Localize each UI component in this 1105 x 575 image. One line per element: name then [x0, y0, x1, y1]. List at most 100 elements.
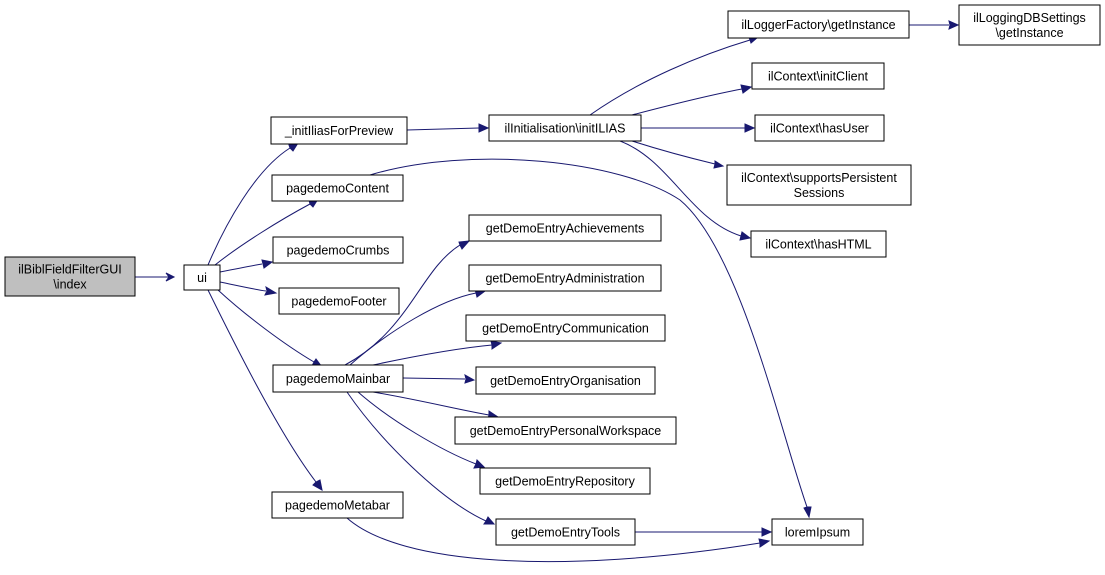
edges-layer — [135, 20, 960, 563]
edge-initilias-to-supportssessions — [631, 140, 725, 169]
node-label: pagedemoFooter — [291, 295, 386, 309]
edge-line — [219, 263, 263, 273]
node-box — [488, 114, 642, 142]
node-personalworkspace[interactable]: getDemoEntryPersonalWorkspace — [454, 416, 677, 445]
node-label: getDemoEntryPersonalWorkspace — [470, 424, 662, 438]
node-root[interactable]: ilBiblFieldFilterGUI\index — [4, 256, 136, 297]
node-initilias[interactable]: ilInitialisation\initILIAS — [488, 114, 642, 142]
node-label: \index — [53, 278, 87, 292]
node-repository[interactable]: getDemoEntryRepository — [479, 467, 651, 495]
arrowhead-icon — [312, 479, 323, 491]
node-box — [751, 62, 885, 90]
node-label: ilLoggingDBSettings — [973, 11, 1086, 25]
node-label: pagedemoMainbar — [286, 372, 390, 386]
node-tools[interactable]: getDemoEntryTools — [495, 518, 636, 546]
node-label: getDemoEntryTools — [511, 526, 620, 540]
node-organisation[interactable]: getDemoEntryOrganisation — [475, 366, 656, 395]
node-box — [750, 230, 887, 258]
arrowhead-icon — [264, 285, 278, 296]
node-loggingdb[interactable]: ilLoggingDBSettings\getInstance — [958, 4, 1101, 46]
edge-line — [619, 140, 742, 237]
node-label: ilContext\supportsPersistent — [741, 171, 897, 185]
node-achievements[interactable]: getDemoEntryAchievements — [468, 214, 662, 242]
node-ui[interactable]: ui — [183, 264, 221, 291]
node-box — [726, 164, 912, 206]
edge-line — [207, 289, 317, 483]
arrowhead-icon — [713, 160, 725, 169]
node-label: ilContext\initClient — [768, 70, 869, 84]
node-label: getDemoEntryAdministration — [485, 272, 644, 286]
edge-pdmetabar-to-loremipsum — [346, 517, 771, 563]
node-box — [454, 416, 677, 445]
node-label: loremIpsum — [785, 526, 850, 540]
node-label: ilContext\hasHTML — [765, 238, 871, 252]
edge-line — [631, 88, 743, 116]
edge-pdcontent-to-loremipsum — [369, 158, 812, 519]
arrowhead-icon — [740, 84, 753, 94]
edge-initilias-to-loggerfactory — [589, 34, 760, 116]
arrowhead-icon — [758, 538, 771, 548]
node-box — [475, 366, 656, 395]
arrowhead-icon — [478, 123, 490, 133]
edge-line — [346, 391, 487, 522]
edge-initilias-to-initilias — [406, 123, 490, 133]
arrowhead-icon — [948, 20, 960, 30]
node-box — [272, 236, 404, 264]
arrowhead-icon — [261, 259, 274, 269]
edge-initilias-to-hasuser — [641, 123, 756, 133]
arrowhead-icon — [483, 516, 496, 525]
edge-line — [589, 39, 751, 116]
arrowhead-icon — [739, 231, 752, 241]
arrowhead-icon — [464, 374, 476, 384]
edge-pdmainbar-to-tools — [346, 391, 496, 525]
edge-line — [406, 127, 480, 131]
arrowhead-icon — [744, 123, 756, 133]
node-label: getDemoEntryAchievements — [486, 222, 644, 236]
node-box — [468, 214, 662, 242]
node-label: ilContext\hasUser — [770, 122, 869, 136]
node-initilias[interactable]: _initIliasForPreview — [270, 116, 408, 145]
node-box — [272, 364, 404, 393]
node-pdmetabar[interactable]: pagedemoMetabar — [271, 491, 404, 519]
node-label: ilBiblFieldFilterGUI — [18, 263, 122, 277]
node-communication[interactable]: getDemoEntryCommunication — [465, 314, 666, 342]
node-initclient[interactable]: ilContext\initClient — [751, 62, 885, 90]
node-label: getDemoEntryRepository — [495, 475, 635, 489]
edge-pdmainbar-to-communication — [372, 340, 503, 366]
arrowhead-icon — [165, 272, 176, 282]
node-box — [468, 264, 662, 292]
node-label: getDemoEntryCommunication — [482, 322, 649, 336]
node-box — [465, 314, 666, 342]
node-loggerfactory[interactable]: ilLoggerFactory\getInstance — [727, 10, 910, 39]
edge-pdmainbar-to-personalworkspace — [372, 391, 500, 420]
edge-line — [219, 281, 267, 292]
node-pdfooter[interactable]: pagedemoFooter — [278, 287, 400, 315]
edge-line — [369, 158, 808, 508]
edge-line — [217, 289, 315, 363]
edge-line — [402, 377, 466, 380]
node-hasuser[interactable]: ilContext\hasUser — [754, 114, 885, 142]
edge-initilias-to-initclient — [631, 84, 753, 116]
node-administration[interactable]: getDemoEntryAdministration — [468, 264, 662, 292]
edge-line — [372, 344, 493, 366]
edge-line — [214, 203, 311, 266]
edge-line — [631, 140, 716, 165]
arrowhead-icon — [473, 459, 486, 469]
node-box — [495, 518, 636, 546]
edge-line — [372, 391, 490, 416]
arrowhead-icon — [490, 340, 503, 350]
node-pdcontent[interactable]: pagedemoContent — [271, 174, 404, 202]
node-label: pagedemoMetabar — [285, 499, 390, 513]
node-label: \getInstance — [995, 26, 1063, 40]
arrowhead-icon — [803, 506, 812, 519]
nodes-layer: ilBiblFieldFilterGUI\index ui _initIliasFo… — [4, 4, 1101, 546]
node-hashtml[interactable]: ilContext\hasHTML — [750, 230, 887, 258]
node-loremipsum[interactable]: loremIpsum — [771, 518, 864, 546]
node-pdcrumbs[interactable]: pagedemoCrumbs — [272, 236, 404, 264]
edge-line — [207, 147, 291, 266]
node-box — [271, 491, 404, 519]
edge-loggerfactory-to-loggingdb — [909, 20, 960, 30]
node-pdmainbar[interactable]: pagedemoMainbar — [272, 364, 404, 393]
